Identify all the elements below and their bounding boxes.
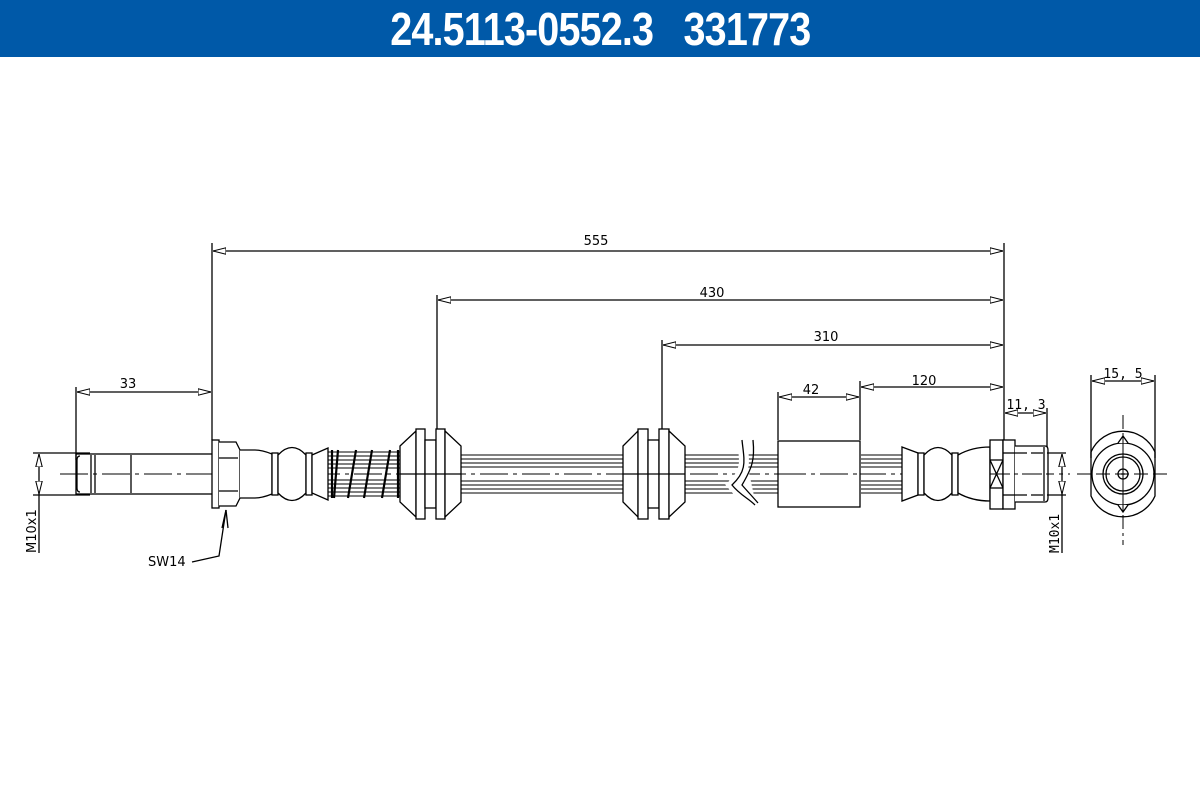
dim-310-label: 310 xyxy=(814,330,839,345)
dim-15-5-label: 15, 5 xyxy=(1103,367,1142,382)
title-banner: 24.5113-0552.3 331773 xyxy=(0,0,1200,57)
dimension-42: 42 xyxy=(777,383,859,440)
technical-drawing: 555 430 310 120 42 33 11, 3 15, 5 xyxy=(0,57,1200,800)
wrench-size-callout: SW14 xyxy=(148,509,229,570)
dimension-11-3: 11, 3 xyxy=(1005,398,1048,452)
mounting-grommet-1 xyxy=(399,428,462,520)
dim-120-label: 120 xyxy=(912,374,937,389)
dimension-555: 555 xyxy=(211,234,1005,440)
dim-11-3-label: 11, 3 xyxy=(1006,398,1045,413)
dim-42-label: 42 xyxy=(803,383,820,398)
left-threaded-fitting xyxy=(75,439,241,509)
break-symbol xyxy=(725,439,760,509)
left-thread-label: M10x1 xyxy=(25,509,40,553)
hose-body xyxy=(461,454,902,494)
part-number-title: 24.5113-0552.3 331773 xyxy=(389,2,811,55)
dimension-left-thread-diameter: M10x1 xyxy=(25,452,90,553)
dim-555-label: 555 xyxy=(584,234,609,249)
left-crimp-collar xyxy=(240,446,329,502)
protective-sleeve xyxy=(777,440,861,508)
dim-430-label: 430 xyxy=(700,286,725,301)
dimension-430: 430 xyxy=(436,286,1003,432)
spring-guard xyxy=(328,449,400,499)
dimension-15-5: 15, 5 xyxy=(1090,367,1156,458)
dimension-right-thread-diameter: M10x1 xyxy=(1048,452,1066,553)
dim-33-label: 33 xyxy=(120,377,137,392)
right-thread-label: M10x1 xyxy=(1048,514,1063,553)
right-crimp-collar xyxy=(901,446,991,502)
dimension-310: 310 xyxy=(661,330,1003,432)
end-view xyxy=(1077,415,1170,545)
dimension-33: 33 xyxy=(75,377,211,460)
wrench-size-label: SW14 xyxy=(148,555,186,570)
dimension-120: 120 xyxy=(859,374,1003,440)
right-hex-fitting xyxy=(989,439,1049,510)
mounting-grommet-2 xyxy=(622,428,686,520)
